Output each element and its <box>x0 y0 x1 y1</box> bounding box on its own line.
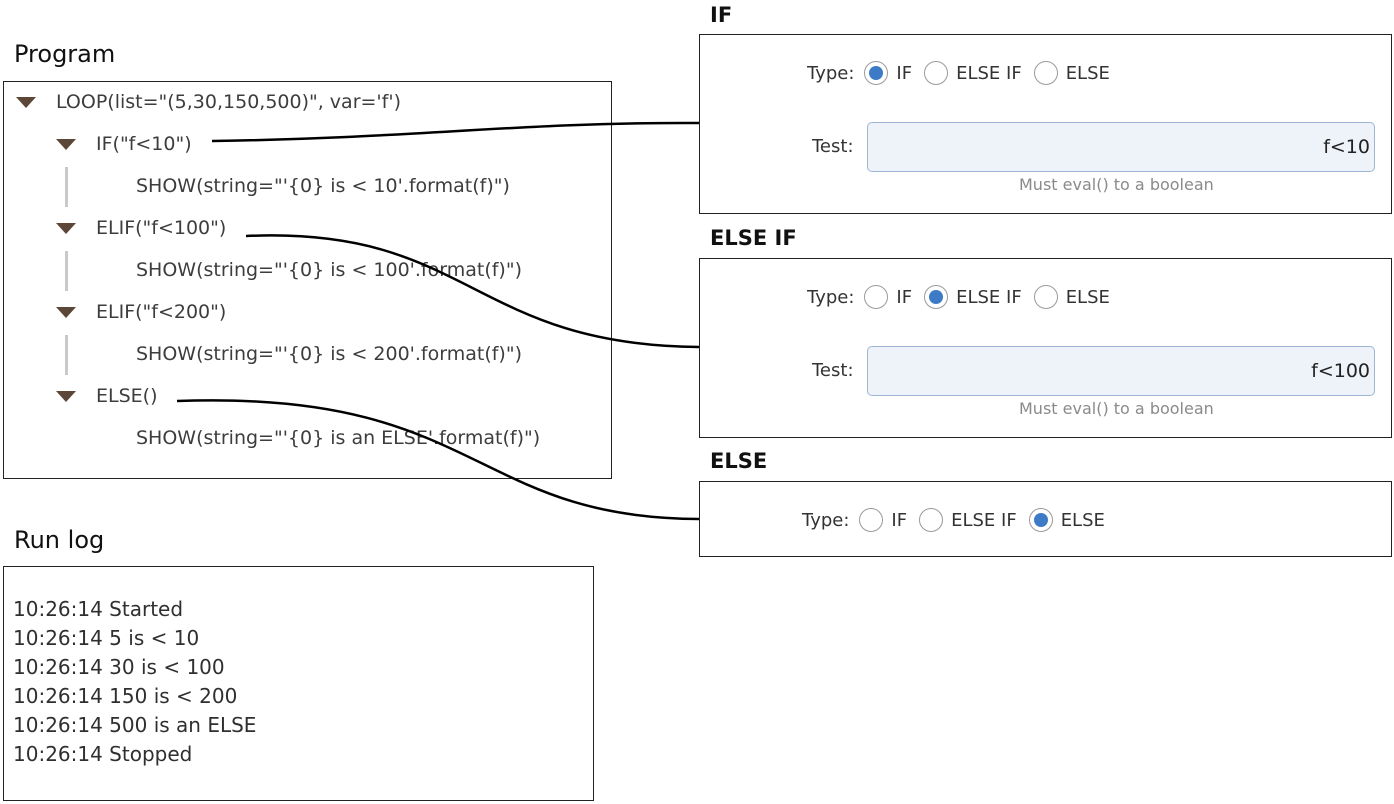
radio-else[interactable] <box>1033 61 1058 85</box>
expand-triangle-icon[interactable] <box>56 391 76 402</box>
expand-triangle-icon[interactable] <box>56 223 76 234</box>
runlog-heading: Run log <box>14 526 105 554</box>
connector-elseif <box>245 234 700 349</box>
type-label: Type: <box>807 62 855 84</box>
radio-if-label[interactable]: IF <box>896 286 913 308</box>
log-line: 10:26:14 500 is an ELSE <box>13 713 257 737</box>
radio-else-if-label[interactable]: ELSE IF <box>951 509 1017 531</box>
test-label: Test: <box>812 136 854 157</box>
radio-else-if[interactable] <box>924 285 949 309</box>
type-selector: Type: IF ELSE IF ELSE <box>802 508 1117 532</box>
radio-if-label[interactable]: IF <box>891 509 908 531</box>
log-line: 10:26:14 Stopped <box>13 742 193 766</box>
tree-indent-guide <box>65 251 68 291</box>
radio-else[interactable] <box>1028 508 1053 532</box>
tree-node-elif[interactable]: ELIF("f<200") <box>96 301 227 323</box>
test-hint: Must eval() to a boolean <box>1019 399 1214 418</box>
program-heading: Program <box>14 40 116 68</box>
type-selector: Type: IF ELSE IF ELSE <box>807 285 1122 309</box>
type-label: Type: <box>802 509 850 531</box>
radio-else-label[interactable]: ELSE <box>1060 509 1105 531</box>
tree-indent-guide <box>65 335 68 375</box>
radio-else-label[interactable]: ELSE <box>1065 62 1110 84</box>
tree-node-elif[interactable]: ELIF("f<100") <box>96 217 227 239</box>
radio-else-if[interactable] <box>919 508 944 532</box>
tree-node-show[interactable]: SHOW(string="'{0} is < 10'.format(f)") <box>136 175 510 197</box>
runlog-box: 10:26:14 Started 10:26:14 5 is < 10 10:2… <box>3 566 594 801</box>
tree-indent-guide <box>65 167 68 207</box>
expand-triangle-icon[interactable] <box>56 307 76 318</box>
connector-else <box>176 399 700 521</box>
else-panel: Type: IF ELSE IF ELSE <box>699 481 1392 557</box>
test-input[interactable] <box>867 346 1375 396</box>
expand-triangle-icon[interactable] <box>16 97 36 108</box>
tree-node-loop[interactable]: LOOP(list="(5,30,150,500)", var='f') <box>56 91 401 113</box>
log-line: 10:26:14 150 is < 200 <box>13 684 238 708</box>
radio-if-label[interactable]: IF <box>896 62 913 84</box>
radio-else-if-label[interactable]: ELSE IF <box>956 62 1022 84</box>
connector-if <box>211 121 700 143</box>
radio-else[interactable] <box>1033 285 1058 309</box>
tree-node-show[interactable]: SHOW(string="'{0} is < 200'.format(f)") <box>136 343 522 365</box>
radio-else-if[interactable] <box>924 61 949 85</box>
if-panel: Type: IF ELSE IF ELSE Test: Must eval() … <box>699 34 1392 214</box>
test-input[interactable] <box>867 122 1375 172</box>
radio-if[interactable] <box>864 61 889 85</box>
radio-else-label[interactable]: ELSE <box>1065 286 1110 308</box>
tree-node-if[interactable]: IF("f<10") <box>96 133 192 155</box>
radio-if[interactable] <box>864 285 889 309</box>
elseif-panel: Type: IF ELSE IF ELSE Test: Must eval() … <box>699 258 1392 438</box>
expand-triangle-icon[interactable] <box>56 139 76 150</box>
test-hint: Must eval() to a boolean <box>1019 175 1214 194</box>
else-panel-title: ELSE <box>710 449 768 473</box>
radio-else-if-label[interactable]: ELSE IF <box>956 286 1022 308</box>
radio-if[interactable] <box>859 508 884 532</box>
type-selector: Type: IF ELSE IF ELSE <box>807 61 1122 85</box>
log-line: 10:26:14 5 is < 10 <box>13 626 200 650</box>
test-label: Test: <box>812 360 854 381</box>
elseif-panel-title: ELSE IF <box>710 226 797 250</box>
tree-node-else[interactable]: ELSE() <box>96 385 158 407</box>
if-panel-title: IF <box>710 3 733 27</box>
type-label: Type: <box>807 286 855 308</box>
log-line: 10:26:14 30 is < 100 <box>13 655 225 679</box>
program-tree: LOOP(list="(5,30,150,500)", var='f') IF(… <box>3 81 612 479</box>
log-line: 10:26:14 Started <box>13 597 184 621</box>
